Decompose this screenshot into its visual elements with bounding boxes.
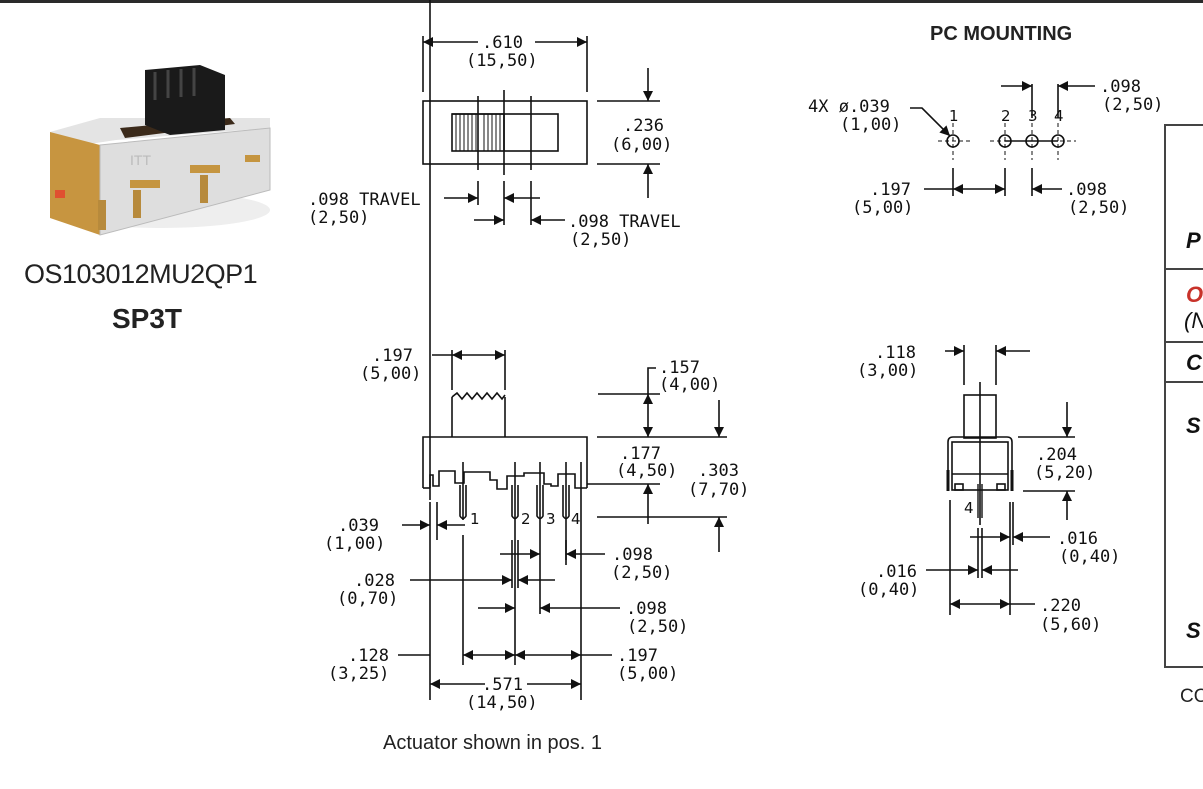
pcm-pitch-top-in: .098 <box>1100 77 1141 97</box>
side-view <box>926 345 1075 615</box>
actuator-height-mm: (4,00) <box>659 375 720 395</box>
spec-row-sublabel: (N <box>1184 308 1203 333</box>
side-width-in: .220 <box>1040 596 1081 616</box>
actuator-caption: Actuator shown in pos. 1 <box>383 732 603 754</box>
part-number: OS103012MU2QP1 <box>24 259 258 289</box>
pcm-span-in: .197 <box>870 180 911 200</box>
body-height-mm: (4,50) <box>616 461 677 481</box>
total-height-mm: (7,70) <box>688 480 749 500</box>
spec-row: P <box>1166 126 1203 270</box>
pcm-pin-2: 2 <box>1001 107 1011 125</box>
table-footer: CO <box>1180 686 1203 707</box>
pcm-pitch-top-mm: (2,50) <box>1102 95 1160 115</box>
pitch-b-in: .098 <box>626 599 667 619</box>
spec-row: S S <box>1166 383 1203 666</box>
body-height-in: .177 <box>620 444 661 464</box>
spec-row-label: S <box>1186 618 1201 643</box>
edge-in: .039 <box>338 516 379 536</box>
pcm-pin-1: 1 <box>949 107 959 125</box>
lead-b-in: .016 <box>876 562 917 582</box>
travel-left-in: .098 TRAVEL <box>308 190 421 210</box>
top-width-in: .610 <box>482 33 523 53</box>
overall-mm: (14,50) <box>466 693 538 713</box>
top-height-in: .236 <box>623 116 664 136</box>
side-body-height-mm: (5,20) <box>1034 463 1095 483</box>
top-width-mm: (15,50) <box>466 51 538 71</box>
overall-in: .571 <box>482 675 523 695</box>
spec-row: O (N <box>1166 270 1203 343</box>
pc-mounting-title: PC MOUNTING <box>930 23 1073 45</box>
top-height-mm: (6,00) <box>611 135 672 155</box>
side-pin-4: 4 <box>964 499 974 517</box>
pin-span-in: .197 <box>617 646 658 666</box>
front-pin-4: 4 <box>571 510 581 528</box>
top-rule <box>0 0 1203 3</box>
lead-b-mm: (0,40) <box>858 580 919 600</box>
actuator-height-in: .157 <box>659 358 700 378</box>
offset-in: .128 <box>348 646 389 666</box>
travel-left-mm: (2,50) <box>308 208 369 228</box>
hole-dia-mm: (1,00) <box>840 115 901 135</box>
pin-width-in: .028 <box>354 571 395 591</box>
pcm-pitch-bottom-in: .098 <box>1066 180 1107 200</box>
slide-switch-photo: ITT <box>50 65 271 236</box>
actuator-width-in: .197 <box>372 346 413 366</box>
pcm-span-mm: (5,00) <box>852 198 913 218</box>
pcm-pin-3: 3 <box>1028 107 1038 125</box>
front-pin-3: 3 <box>546 510 556 528</box>
spec-row-label: C <box>1186 350 1202 375</box>
svg-text:ITT: ITT <box>130 152 151 168</box>
spec-row-label: S <box>1186 413 1201 438</box>
front-view <box>398 0 727 700</box>
pcm-pitch-bottom-mm: (2,50) <box>1068 198 1129 218</box>
pitch-a-mm: (2,50) <box>611 563 672 583</box>
lead-a-in: .016 <box>1057 529 1098 549</box>
spec-row-label: O <box>1186 282 1203 307</box>
technical-drawing: .610 (15,50) .236 (6,00) .098 TRAVEL (2,… <box>308 0 1160 713</box>
actuator-width-mm: (5,00) <box>360 364 421 384</box>
spec-table: P O (N C S S <box>1164 124 1203 668</box>
edge-mm: (1,00) <box>324 534 385 554</box>
top-view <box>422 36 660 225</box>
pcm-pin-4: 4 <box>1054 107 1064 125</box>
pitch-b-mm: (2,50) <box>627 617 688 637</box>
total-height-in: .303 <box>698 461 739 481</box>
spec-row-label: P <box>1186 228 1201 253</box>
side-actuator-in: .118 <box>875 343 916 363</box>
side-body-height-in: .204 <box>1036 445 1077 465</box>
lead-a-mm: (0,40) <box>1059 547 1120 567</box>
pin-span-mm: (5,00) <box>617 664 678 684</box>
pitch-a-in: .098 <box>612 545 653 565</box>
pin-width-mm: (0,70) <box>337 589 398 609</box>
front-pin-2: 2 <box>521 510 531 528</box>
side-width-mm: (5,60) <box>1040 615 1101 635</box>
hole-dia-in: 4X ø.039 <box>808 97 890 117</box>
front-pin-1: 1 <box>470 510 480 528</box>
spec-row: C <box>1166 343 1203 383</box>
travel-right-in: .098 TRAVEL <box>568 212 681 232</box>
pc-mounting-view <box>910 81 1095 196</box>
side-actuator-mm: (3,00) <box>857 361 918 381</box>
switch-type: SP3T <box>112 303 183 334</box>
travel-right-mm: (2,50) <box>570 230 631 250</box>
offset-mm: (3,25) <box>328 664 389 684</box>
